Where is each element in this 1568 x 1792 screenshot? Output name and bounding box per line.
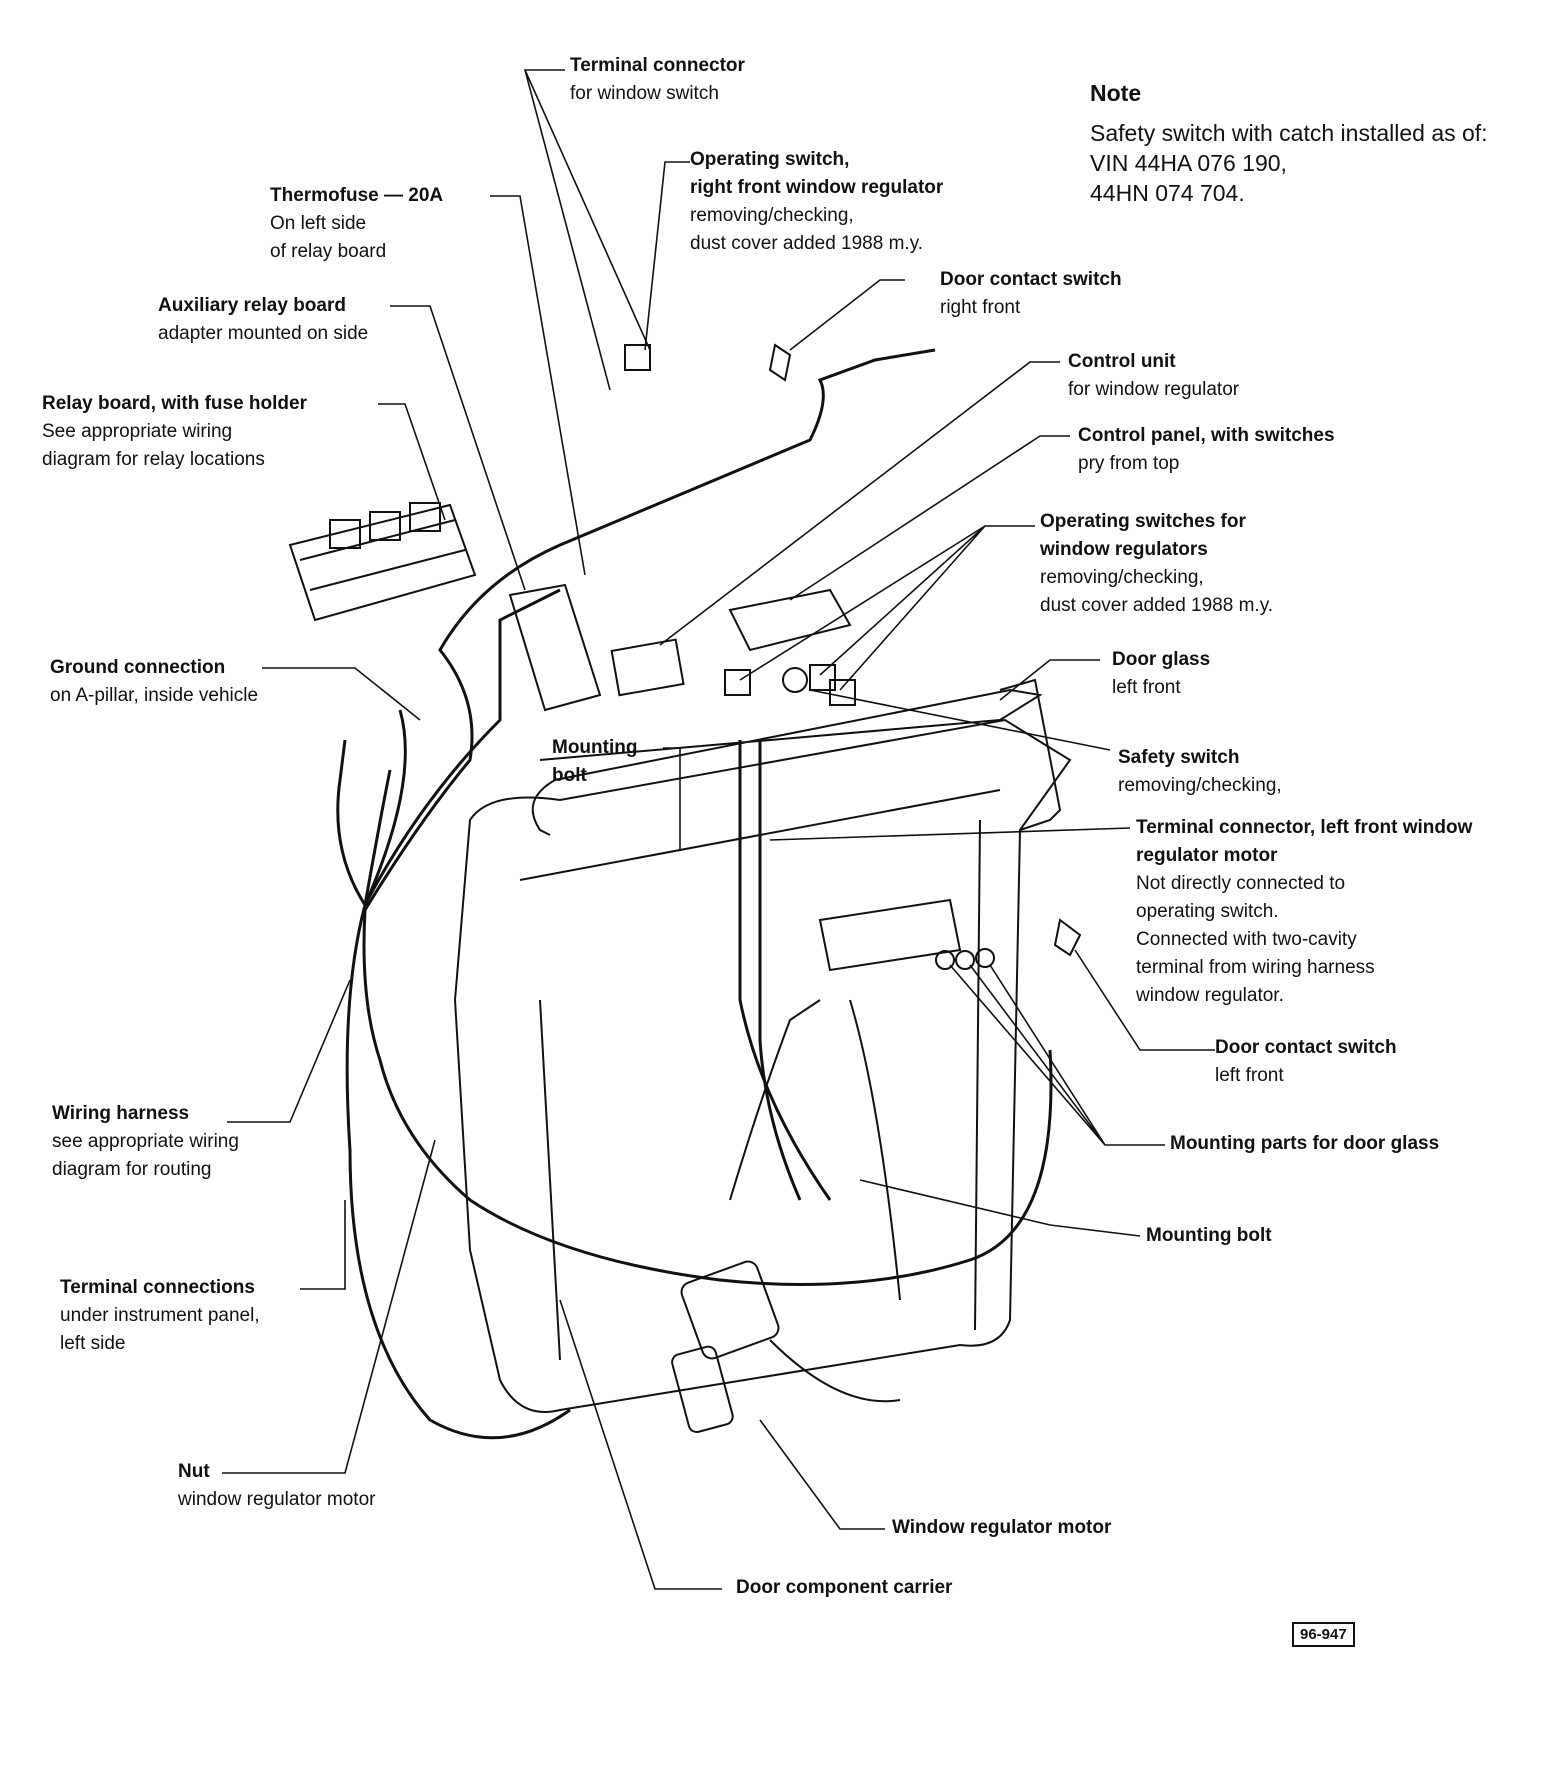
label-auxiliary-relay-board: Auxiliary relay board adapter mounted on… — [158, 295, 369, 344]
label-terminal-connector-motor: Terminal connector, left front window re… — [1136, 817, 1473, 1006]
label-control-panel: Control panel, with switches pry from to… — [1078, 425, 1335, 474]
label-mounting-bolt-bottom: Mounting bolt — [1146, 1225, 1272, 1246]
figure-number: 96-947 — [1292, 1622, 1355, 1647]
note-line: Safety switch with catch installed as of… — [1090, 120, 1488, 146]
label-control-unit: Control unit for window regulator — [1068, 351, 1240, 400]
label-relay-board: Relay board, with fuse holder See approp… — [42, 393, 307, 470]
label-door-glass: Door glass left front — [1112, 649, 1211, 698]
label-nut: Nut window regulator motor — [178, 1461, 376, 1510]
door-contact-switch-left — [1053, 918, 1082, 957]
label-door-contact-switch-left: Door contact switch left front — [1215, 1037, 1397, 1086]
wiring-harness — [362, 909, 1053, 1286]
auxiliary-relay-board — [508, 583, 602, 712]
note-line: VIN 44HA 076 190, — [1090, 150, 1287, 176]
label-mounting-parts-door-glass: Mounting parts for door glass — [1170, 1133, 1440, 1154]
door-glass — [531, 688, 1043, 836]
label-door-contact-switch-right: Door contact switch right front — [940, 269, 1122, 318]
door-contact-switch-right — [768, 343, 792, 382]
label-door-component-carrier: Door component carrier — [736, 1577, 953, 1598]
window-regulator-motor — [680, 1260, 780, 1360]
label-mounting-bolt-top: Mounting bolt — [552, 737, 638, 786]
relay-board — [288, 503, 477, 622]
window-regulator-rail — [729, 999, 901, 1403]
note-block: Note Safety switch with catch installed … — [1090, 78, 1488, 208]
terminal-connector-block — [818, 898, 962, 972]
control-panel — [728, 588, 852, 652]
label-terminal-connector-switch: Terminal connector for window switch — [570, 55, 745, 104]
operating-switch — [809, 664, 836, 691]
label-safety-switch: Safety switch removing/checking, — [1118, 747, 1282, 796]
label-ground-connection: Ground connection on A-pillar, inside ve… — [50, 657, 259, 706]
safety-switch — [782, 667, 808, 693]
note-title: Note — [1090, 80, 1142, 106]
door-component-carrier — [453, 718, 1072, 1413]
operating-switch — [829, 679, 856, 706]
label-wiring-harness: Wiring harness see appropriate wiring di… — [52, 1103, 239, 1180]
control-unit — [610, 638, 685, 697]
operating-switch — [724, 669, 751, 696]
label-window-regulator-motor: Window regulator motor — [892, 1517, 1112, 1538]
label-operating-switch-right: Operating switch, right front window reg… — [690, 149, 944, 254]
label-thermofuse: Thermofuse — 20A On left side of relay b… — [270, 185, 444, 262]
note-line: 44HN 074 704. — [1090, 180, 1245, 206]
label-operating-switches: Operating switches for window regulators… — [1040, 511, 1274, 616]
right-window-switch — [624, 344, 651, 371]
label-terminal-connections: Terminal connections under instrument pa… — [60, 1277, 260, 1354]
